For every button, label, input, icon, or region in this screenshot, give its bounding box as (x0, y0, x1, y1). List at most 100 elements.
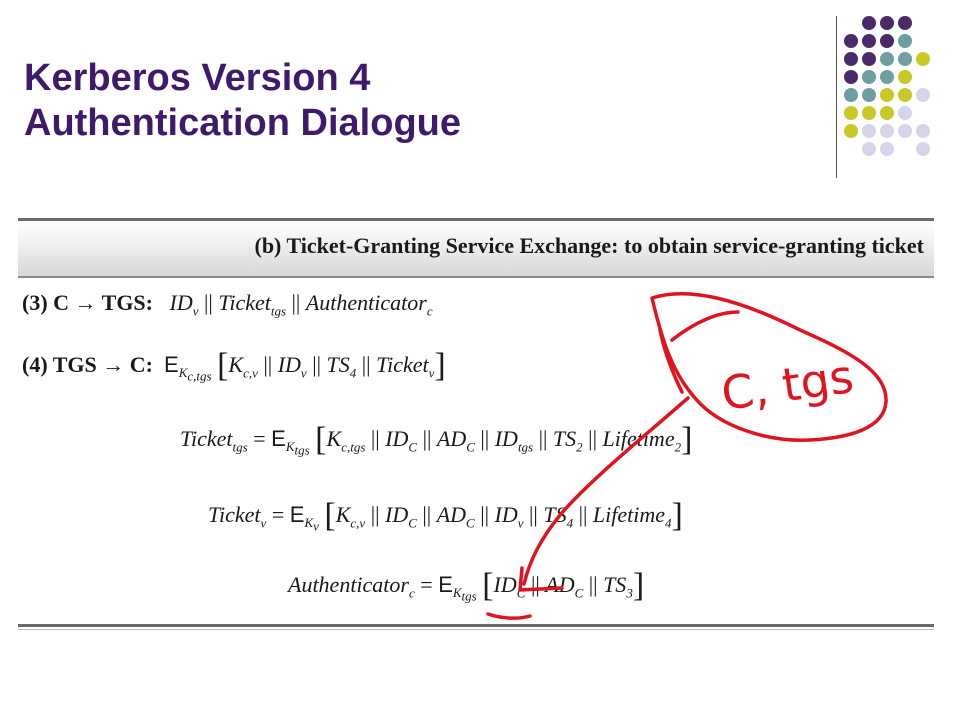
concat-operator: || (291, 290, 301, 315)
id-term: ID (385, 502, 409, 527)
equation-lhs-subscript: tgs (232, 439, 248, 455)
step-4-label: (4) TGS → C: (22, 352, 153, 377)
concat-operator: || (361, 352, 371, 377)
encrypt-symbol: E (289, 502, 305, 527)
concat-operator: || (312, 352, 321, 377)
dot (862, 34, 876, 48)
concat-operator: || (480, 426, 490, 451)
lifetime-term: Lifetime (602, 426, 675, 451)
session-key-subscript: c,tgs (341, 439, 366, 455)
dot (880, 16, 894, 30)
ticket-v-definition: Ticketv = EKv [Kc,v || IDC || ADC || IDv… (208, 499, 683, 542)
dot (880, 34, 894, 48)
equals-sign: = (271, 502, 285, 527)
address-term: AD (436, 426, 467, 451)
id-subscript: C (408, 515, 417, 531)
concat-operator: || (588, 426, 597, 451)
key-subscript: v (313, 518, 319, 534)
figure-top-rule (18, 218, 934, 221)
session-key-term: K (335, 502, 351, 527)
dot (862, 106, 876, 120)
concat-operator: || (204, 290, 213, 315)
step-4-message: (4) TGS → C: EKc,tgs [Kc,v || IDv || TS4… (22, 347, 446, 392)
equals-sign: = (253, 426, 266, 451)
timestamp-term: TS (326, 352, 350, 377)
authenticator-definition: Authenticatorc = EKtgs [IDC || ADC || TS… (288, 567, 645, 612)
close-bracket: ] (434, 347, 446, 384)
key-subscript: c,tgs (187, 368, 212, 384)
key-term: K (452, 585, 462, 601)
title-divider (836, 16, 837, 178)
dot (880, 52, 894, 66)
concat-operator: || (529, 502, 538, 527)
dot (898, 52, 912, 66)
dot (898, 16, 912, 30)
session-key-term: K (228, 352, 244, 377)
figure-bottom-rule-thin (18, 629, 934, 630)
open-bracket: [ (217, 347, 229, 384)
open-bracket: [ (482, 567, 494, 604)
timestamp-term: TS (603, 572, 627, 597)
dot (844, 106, 858, 120)
authenticator-term: Authenticator (305, 290, 427, 315)
equation-lhs: Ticket (208, 502, 261, 527)
key-term: K (304, 515, 314, 531)
close-bracket: ] (632, 567, 645, 604)
figure-bottom-rule (18, 624, 934, 627)
authenticator-subscript: c (426, 303, 433, 319)
address-subscript: C (574, 585, 584, 601)
equation-lhs-subscript: c (408, 585, 415, 601)
key-subscript: tgs (461, 588, 477, 604)
session-key-subscript: c,v (243, 365, 258, 381)
ticket-subscript: tgs (270, 303, 287, 319)
id-subscript: v (300, 365, 307, 381)
id-subscript: C (516, 585, 526, 601)
concat-operator: || (263, 352, 273, 377)
id-subscript: tgs (517, 439, 534, 455)
concat-operator: || (422, 426, 432, 451)
address-term: AD (436, 502, 467, 527)
dot (844, 124, 858, 138)
dot (916, 124, 930, 138)
figure-header: (b) Ticket-Granting Service Exchange: to… (254, 233, 925, 258)
id-term: ID (494, 426, 518, 451)
equation-lhs-subscript: v (260, 515, 267, 531)
id-term: ID (385, 426, 409, 451)
session-key-subscript: c,v (350, 515, 366, 531)
dot (862, 16, 876, 30)
equation-lhs: Ticket (180, 426, 233, 451)
concat-operator: || (480, 502, 490, 527)
close-bracket: ] (681, 421, 693, 458)
ticket-term: Ticket (376, 352, 429, 377)
title-line-2: Authentication Dialogue (24, 102, 461, 144)
step-3-message: (3) C → TGS: IDv || Tickettgs || Authent… (22, 288, 433, 326)
equals-sign: = (420, 572, 433, 597)
key-subscript: tgs (294, 442, 310, 458)
dot (862, 124, 876, 138)
address-subscript: C (466, 515, 475, 531)
dot (880, 124, 894, 138)
address-term: AD (545, 572, 575, 597)
timestamp-term: TS (552, 426, 577, 451)
session-key-term: K (326, 426, 342, 451)
ticket-term: Ticket (218, 290, 271, 315)
id-subscript: v (517, 515, 524, 531)
dot (862, 52, 876, 66)
dot (844, 34, 858, 48)
dot (898, 106, 912, 120)
concat-operator: || (588, 572, 598, 597)
dot (898, 70, 912, 84)
figure-header-band: (b) Ticket-Granting Service Exchange: to… (18, 221, 934, 277)
dot (880, 106, 894, 120)
lifetime-term: Lifetime (592, 502, 666, 527)
timestamp-subscript: 3 (626, 585, 633, 601)
title-line-1: Kerberos Version 4 (24, 57, 371, 99)
encrypt-symbol: E (438, 572, 453, 597)
key-term: K (285, 439, 295, 455)
dot (916, 52, 930, 66)
concat-operator: || (370, 426, 380, 451)
timestamp-term: TS (543, 502, 567, 527)
dot (898, 34, 912, 48)
dot (898, 88, 912, 102)
ticket-subscript: v (428, 365, 435, 381)
